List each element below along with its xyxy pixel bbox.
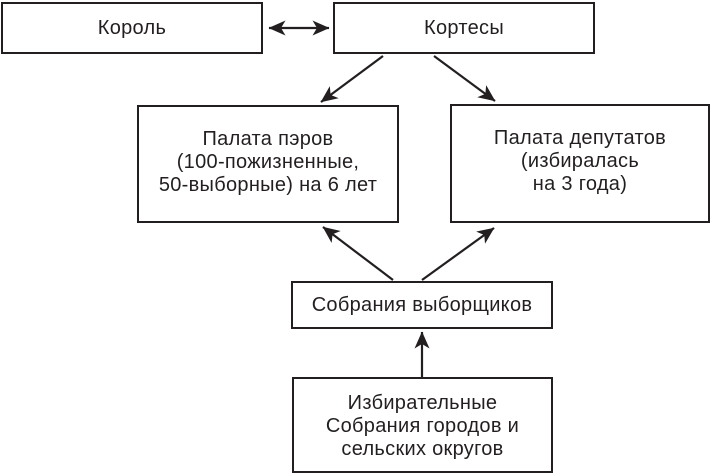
node-chamber-of-peers-line: Палата пэров (202, 127, 334, 150)
node-king: Король (1, 2, 263, 54)
node-cortes-label: Кортесы (424, 16, 504, 39)
node-cortes: Кортесы (333, 2, 595, 54)
node-chamber-of-deputies: Палата депутатов (избиралась на 3 года) (450, 104, 710, 223)
node-chamber-of-peers-line: 50-выборные) на 6 лет (158, 173, 378, 196)
arrow-cortes-deputies (433, 55, 496, 102)
node-chamber-of-deputies-line: Палата депутатов (493, 127, 667, 149)
node-chamber-of-peers-line: (100-пожизненные, (176, 150, 360, 173)
arrow-electors-peers (322, 226, 394, 281)
node-chamber-of-deputies-line: (избиралась (520, 150, 640, 172)
node-electoral-assemblies-line: сельских округов (341, 438, 504, 460)
node-electoral-assemblies-line: Избирательные (347, 392, 498, 414)
arrow-cortes-peers (320, 55, 384, 103)
node-electors-assemblies: Собрания выборщиков (291, 281, 553, 329)
node-electors-assemblies-label: Собрания выборщиков (311, 293, 533, 316)
node-electoral-assemblies: Избирательные Собрания городов и сельски… (292, 377, 553, 473)
node-king-label: Король (97, 16, 167, 39)
node-chamber-of-deputies-line: на 3 года) (532, 173, 628, 195)
node-electoral-assemblies-line: Собрания городов и (325, 415, 520, 437)
arrow-electors-deputies (421, 227, 495, 281)
node-chamber-of-peers: Палата пэров (100-пожизненные, 50-выборн… (137, 105, 399, 223)
